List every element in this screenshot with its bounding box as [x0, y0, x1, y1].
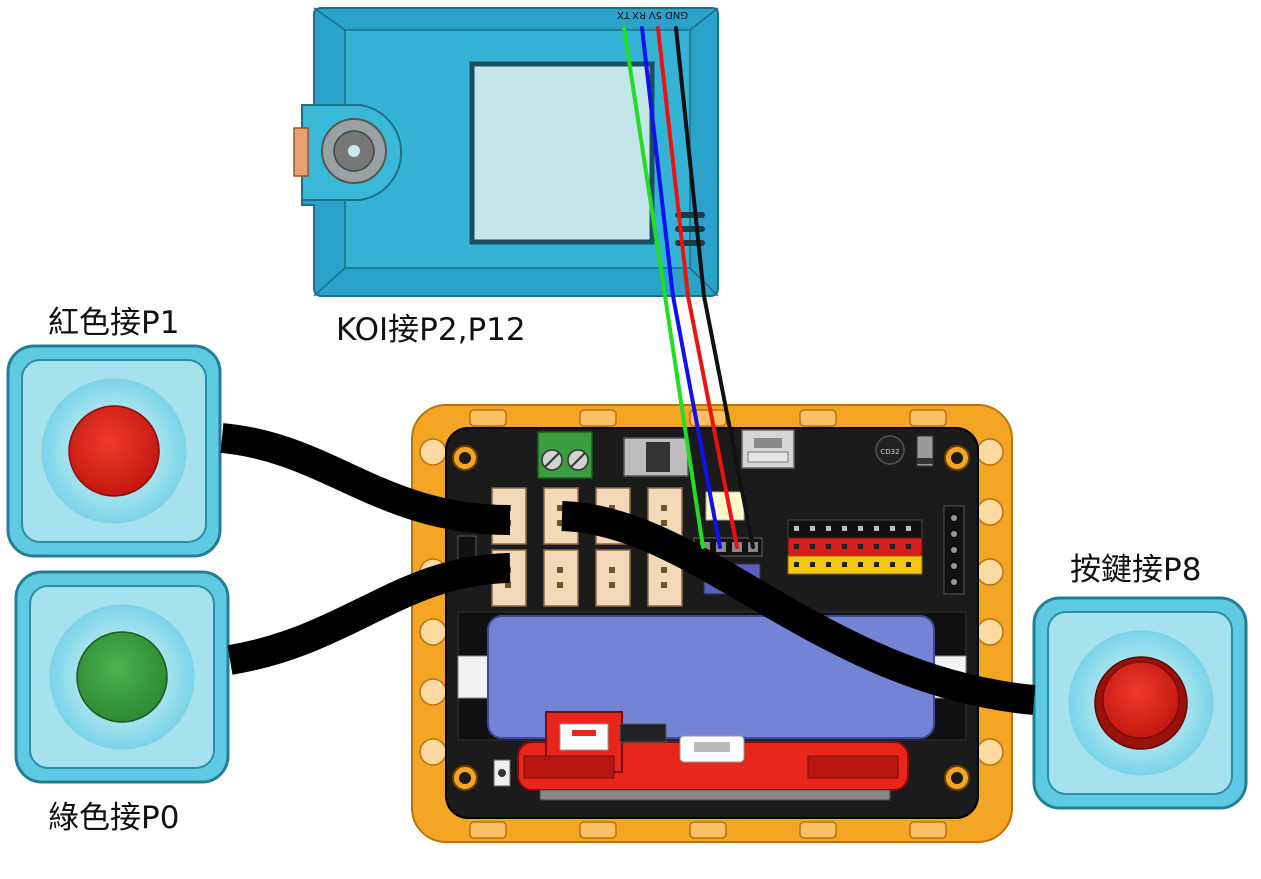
green-button-module: [16, 572, 228, 782]
buzzer-label: CD32: [880, 448, 899, 456]
red-button-module: [8, 346, 220, 556]
red-button-cap: [69, 406, 159, 496]
koi-pin-gnd-label: GND: [665, 9, 688, 20]
koi-camera-icon: [294, 105, 401, 200]
key-button-cap: [1103, 662, 1179, 738]
power-switch: [624, 438, 688, 476]
gpio-header: [788, 520, 922, 574]
key-button-label: 按鍵接P8: [1070, 552, 1201, 588]
koi-pin-tx-label: TX: [617, 9, 631, 20]
expansion-board: CD32: [412, 405, 1012, 842]
koi-label: KOI接P2,P12: [336, 312, 526, 348]
usb-port: [742, 430, 794, 468]
buzzer: CD32: [876, 436, 904, 464]
koi-screen: [472, 64, 652, 242]
green-button-cap: [77, 632, 167, 722]
terminal-block: [538, 432, 592, 478]
koi-pin-5v-label: 5V: [649, 9, 662, 20]
green-button-label: 綠色接P0: [48, 800, 179, 836]
koi-pin-rx-label: RX: [632, 9, 646, 20]
red-button-label: 紅色接P1: [48, 305, 179, 341]
key-button-module: [1034, 598, 1246, 808]
